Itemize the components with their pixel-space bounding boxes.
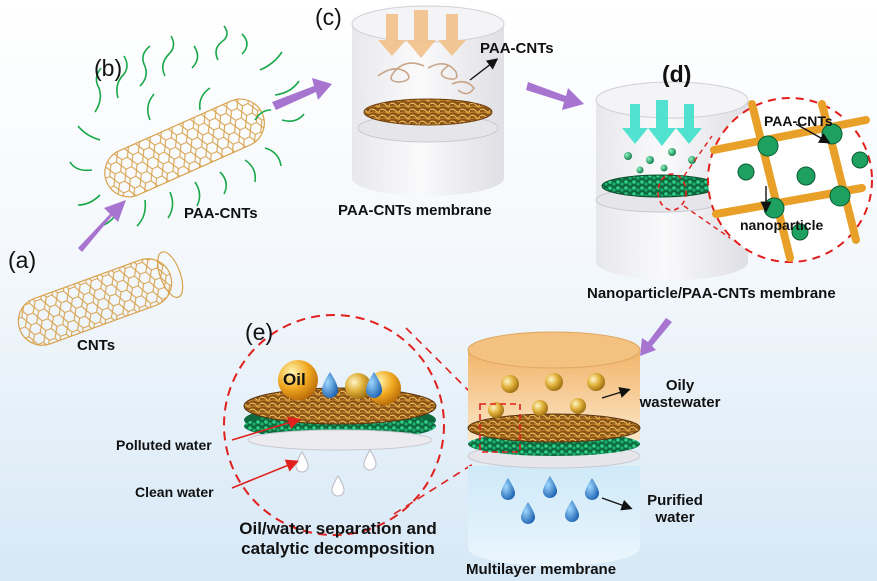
panel-label-c: (c) (315, 4, 342, 30)
oil-label: Oil (283, 370, 306, 389)
downward-flow-arrow-icon (378, 10, 466, 58)
cnt-nanotube (17, 251, 184, 346)
oily-wastewater-label: Oily wastewater (630, 377, 730, 411)
nanoparticle-label: nanoparticle (740, 217, 824, 233)
zoom-circle-d (707, 97, 873, 263)
oily-wastewater-line1: Oily (665, 377, 695, 394)
purple-arrow-icon (640, 318, 672, 356)
multilayer-cylinder (467, 331, 641, 566)
paa-cnts-membrane-label: PAA-CNTs membrane (338, 202, 492, 219)
water-droplet-icon (322, 372, 382, 398)
purified-water-line2: water (655, 509, 695, 526)
purple-arrow-icon (526, 82, 584, 110)
downward-flow-arrow-icon (622, 100, 702, 146)
separation-caption: Oil/water separation and catalytic decom… (218, 519, 458, 559)
water-droplet-icon (501, 476, 599, 524)
separation-caption-line1: Oil/water separation and (239, 519, 437, 538)
panel-label-a: (a) (8, 247, 37, 273)
paa-cnt-nanotube (69, 25, 305, 227)
cylinder-d (595, 81, 749, 280)
zoom-circle-e (223, 314, 493, 536)
panel-label-e: (e) (245, 319, 274, 345)
purple-arrow-icon (272, 78, 332, 110)
purified-water-label: Purified water (630, 492, 720, 526)
paa-cnts-label-b: PAA-CNTs (184, 205, 258, 222)
cnts-label: CNTs (77, 337, 116, 354)
purified-water-line1: Purified (647, 492, 703, 509)
panel-label-b: (b) (94, 55, 123, 81)
oily-wastewater-line2: wastewater (639, 394, 721, 411)
clean-water-label: Clean water (135, 484, 214, 500)
paa-cnts-label-d: PAA-CNTs (764, 113, 833, 129)
multilayer-membrane-label: Multilayer membrane (466, 561, 617, 578)
cylinder-c (351, 5, 505, 196)
paa-cnts-label-c: PAA-CNTs (480, 40, 554, 57)
nanoparticle-membrane-label: Nanoparticle/PAA-CNTs membrane (587, 285, 836, 302)
purple-arrow-icon (78, 200, 126, 252)
panel-label-d: (d) (662, 61, 692, 87)
separation-caption-line2: catalytic decomposition (241, 539, 435, 558)
polluted-water-label: Polluted water (116, 437, 212, 453)
